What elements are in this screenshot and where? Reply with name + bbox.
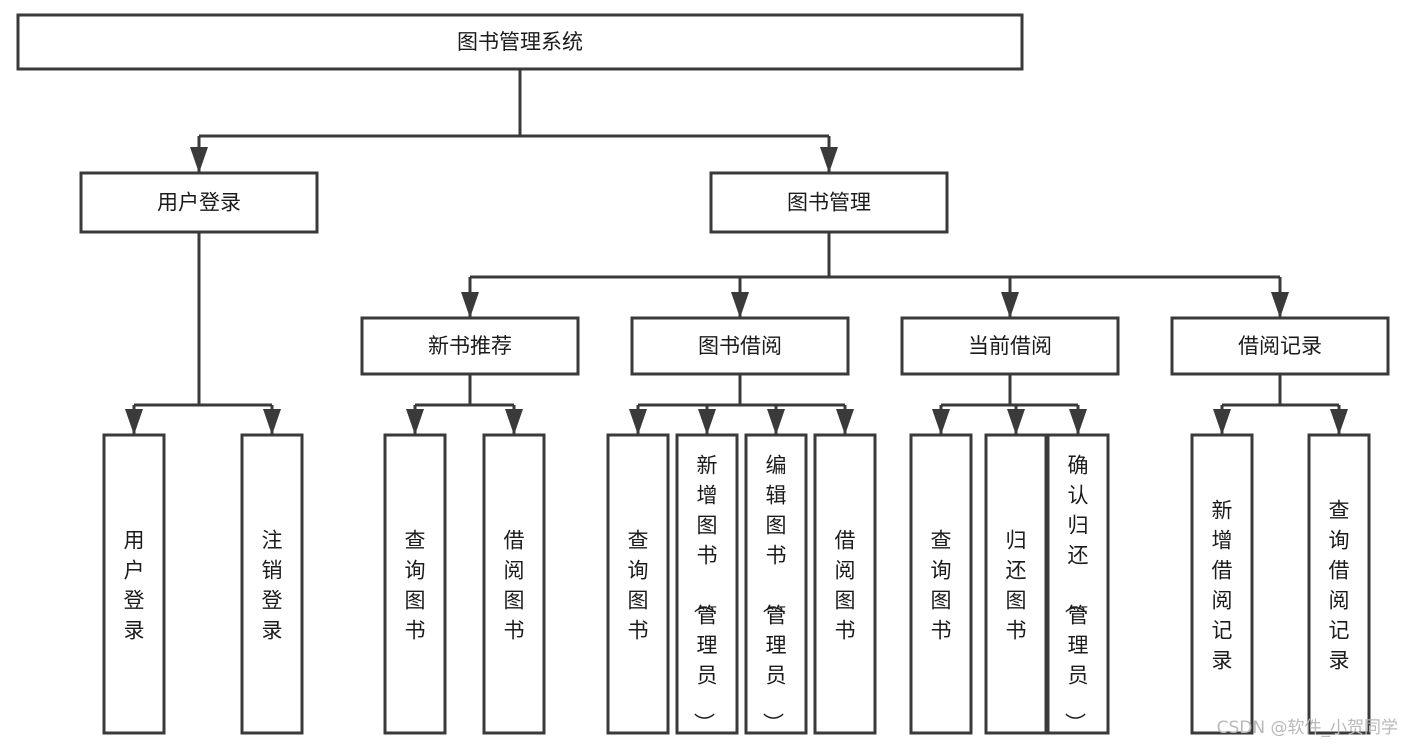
leaf-node-leaf-query-book-3[interactable]: 查询图书 (909, 433, 973, 735)
level3-node-new-book-recommend-label: 新书推荐 (428, 334, 512, 358)
leaf-node-leaf-add-book-label: 新增图书（管理员） (692, 453, 718, 733)
leaf-node-leaf-borrow-book-2[interactable]: 借阅图书 (813, 433, 877, 735)
leaf-node-leaf-borrow-book-2-rect[interactable] (813, 433, 877, 735)
leaf-node-leaf-add-book-rect[interactable] (675, 433, 739, 735)
arrow-head-icon (932, 409, 950, 435)
level2-node-book-manage-label: 图书管理 (787, 191, 871, 215)
leaf-node-leaf-query-book-2-label: 查询图书 (628, 528, 649, 642)
level3-node-borrow-record-rect[interactable] (1170, 316, 1390, 376)
arrow-head-icon (1271, 292, 1289, 318)
leaf-node-leaf-borrow-book-2-label: 借阅图书 (835, 528, 856, 642)
level2-node-book-manage-rect[interactable] (709, 171, 949, 234)
level3-node-book-borrow-rect[interactable] (630, 316, 850, 376)
leaf-node-leaf-query-record[interactable]: 查询借阅记录 (1307, 433, 1371, 735)
root-node-book-management-system-label: 图书管理系统 (457, 30, 583, 54)
arrow-head-icon (1213, 409, 1231, 435)
leaf-node-leaf-return-book-label: 归还图书 (1006, 528, 1027, 642)
leaf-node-leaf-borrow-book-1-label: 借阅图书 (504, 528, 525, 642)
level3-node-current-borrow-rect[interactable] (900, 316, 1120, 376)
arrow-head-icon (1069, 409, 1087, 435)
leaf-node-leaf-user-logout-rect[interactable] (240, 433, 304, 735)
leaf-node-leaf-confirm-return-rect[interactable] (1046, 433, 1110, 735)
arrow-head-icon (461, 292, 479, 318)
leaf-node-leaf-query-book-3-label: 查询图书 (931, 528, 952, 642)
root-node-book-management-system[interactable]: 图书管理系统 (16, 13, 1024, 71)
level2-node-book-manage[interactable]: 图书管理 (709, 171, 949, 234)
level3-node-current-borrow[interactable]: 当前借阅 (900, 316, 1120, 376)
leaf-node-leaf-borrow-book-1[interactable]: 借阅图书 (482, 433, 546, 735)
arrow-head-icon (820, 147, 838, 173)
root-node-book-management-system-rect[interactable] (16, 13, 1024, 71)
csdn-watermark: CSDN @软件_小贺同学 (1217, 718, 1398, 738)
leaf-node-leaf-query-record-rect[interactable] (1307, 433, 1371, 735)
leaf-node-leaf-user-login-rect[interactable] (102, 433, 166, 735)
arrow-head-icon (505, 409, 523, 435)
node-boxes: 图书管理系统用户登录图书管理新书推荐图书借阅当前借阅借阅记录用户登录注销登录查询… (16, 13, 1390, 735)
leaf-node-leaf-query-book-2-rect[interactable] (606, 433, 670, 735)
leaf-node-leaf-borrow-book-1-rect[interactable] (482, 433, 546, 735)
leaf-node-leaf-query-book-1-rect[interactable] (383, 433, 447, 735)
leaf-node-leaf-query-book-2[interactable]: 查询图书 (606, 433, 670, 735)
arrow-head-icon (1330, 409, 1348, 435)
level2-node-user-login[interactable]: 用户登录 (79, 171, 319, 234)
level2-node-user-login-label: 用户登录 (157, 191, 241, 215)
arrow-head-icon (629, 409, 647, 435)
level3-node-borrow-record-label: 借阅记录 (1238, 334, 1322, 358)
arrow-head-icon (731, 292, 749, 318)
arrow-head-icon (698, 409, 716, 435)
leaf-node-leaf-edit-book-label: 编辑图书（管理员） (761, 453, 787, 733)
leaf-node-leaf-add-record-label: 新增借阅记录 (1212, 498, 1233, 672)
leaf-node-leaf-return-book[interactable]: 归还图书 (984, 433, 1048, 735)
leaf-node-leaf-add-record[interactable]: 新增借阅记录 (1190, 433, 1254, 735)
arrow-head-icon (263, 409, 281, 435)
arrow-head-icon (125, 409, 143, 435)
arrow-head-icon (767, 409, 785, 435)
leaf-node-leaf-query-book-1[interactable]: 查询图书 (383, 433, 447, 735)
arrow-head-icon (836, 409, 854, 435)
leaf-node-leaf-confirm-return[interactable]: 确认归还（管理员） (1046, 433, 1110, 735)
level3-node-borrow-record[interactable]: 借阅记录 (1170, 316, 1390, 376)
leaf-node-leaf-confirm-return-label: 确认归还（管理员） (1063, 453, 1089, 733)
leaf-node-leaf-add-record-rect[interactable] (1190, 433, 1254, 735)
leaf-node-leaf-user-logout[interactable]: 注销登录 (240, 433, 304, 735)
leaf-node-leaf-edit-book[interactable]: 编辑图书（管理员） (744, 433, 808, 735)
arrow-head-icon (1001, 292, 1019, 318)
arrow-head-icon (190, 147, 208, 173)
arrow-head-icon (1007, 409, 1025, 435)
level3-node-new-book-recommend-rect[interactable] (360, 316, 580, 376)
level3-node-new-book-recommend[interactable]: 新书推荐 (360, 316, 580, 376)
leaf-node-leaf-return-book-rect[interactable] (984, 433, 1048, 735)
leaf-node-leaf-user-login[interactable]: 用户登录 (102, 433, 166, 735)
leaf-node-leaf-user-logout-label: 注销登录 (262, 528, 283, 642)
leaf-node-leaf-query-book-3-rect[interactable] (909, 433, 973, 735)
leaf-node-leaf-add-book[interactable]: 新增图书（管理员） (675, 433, 739, 735)
leaf-node-leaf-edit-book-rect[interactable] (744, 433, 808, 735)
level3-node-book-borrow-label: 图书借阅 (698, 334, 782, 358)
level3-node-book-borrow[interactable]: 图书借阅 (630, 316, 850, 376)
connector-lines (125, 69, 1348, 435)
arrow-head-icon (406, 409, 424, 435)
level3-node-current-borrow-label: 当前借阅 (968, 334, 1052, 358)
leaf-node-leaf-user-login-label: 用户登录 (124, 528, 145, 642)
level2-node-user-login-rect[interactable] (79, 171, 319, 234)
leaf-node-leaf-query-book-1-label: 查询图书 (405, 528, 426, 642)
leaf-node-leaf-query-record-label: 查询借阅记录 (1329, 498, 1350, 672)
